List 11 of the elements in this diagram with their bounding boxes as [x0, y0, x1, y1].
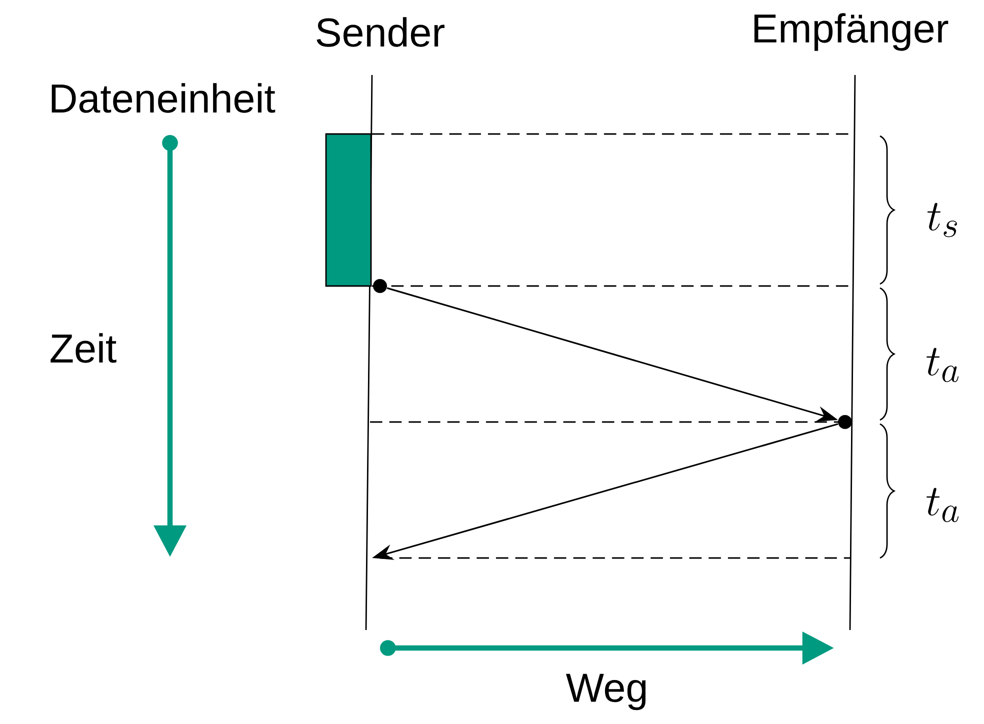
- axis-label: Zeit: [50, 333, 116, 363]
- dot: [838, 415, 852, 429]
- dot: [373, 279, 387, 293]
- time-label: $t_a$: [926, 488, 959, 522]
- node-caption: Dateneinheit: [52, 83, 276, 113]
- axis-label: Weg: [566, 674, 646, 710]
- time-label: $t_a$: [926, 348, 959, 382]
- lifeline-label: Sender: [316, 17, 444, 47]
- lifeline-label: Empfänger: [754, 13, 948, 51]
- data-unit-bar: [325, 133, 372, 287]
- time-label: $t_s$: [927, 202, 957, 238]
